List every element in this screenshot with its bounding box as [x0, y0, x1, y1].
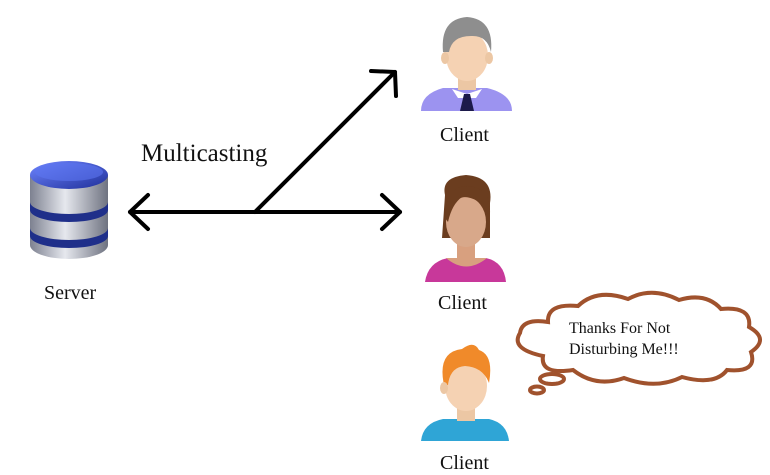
multicast-arrows: [128, 69, 402, 231]
client2-label: Client: [438, 292, 487, 314]
server-icon: [30, 161, 108, 259]
client2-avatar-icon: [425, 175, 506, 282]
client1-arrowhead: [369, 69, 398, 98]
speech-bubble-line-2: Disturbing Me!!!: [569, 341, 679, 358]
client3-label: Client: [440, 452, 489, 474]
client1-avatar-icon: [421, 17, 512, 111]
bubble-trail-small: [528, 384, 546, 396]
multicasting-label: Multicasting: [141, 140, 268, 167]
client2-arrowhead: [380, 193, 402, 231]
branch-line-to-client1: [253, 70, 397, 214]
client1-label: Client: [440, 124, 489, 146]
speech-bubble-line-1: Thanks For Not: [569, 320, 671, 337]
speech-bubble-cloud: [515, 290, 762, 386]
client3-avatar-icon: [421, 344, 509, 441]
server-label: Server: [44, 282, 97, 304]
server-arrowhead: [128, 193, 150, 231]
speech-bubble-text: Thanks For Not Disturbing Me!!!: [569, 318, 679, 360]
bubble-trail-large: [538, 372, 566, 386]
speech-bubble: [515, 290, 762, 396]
